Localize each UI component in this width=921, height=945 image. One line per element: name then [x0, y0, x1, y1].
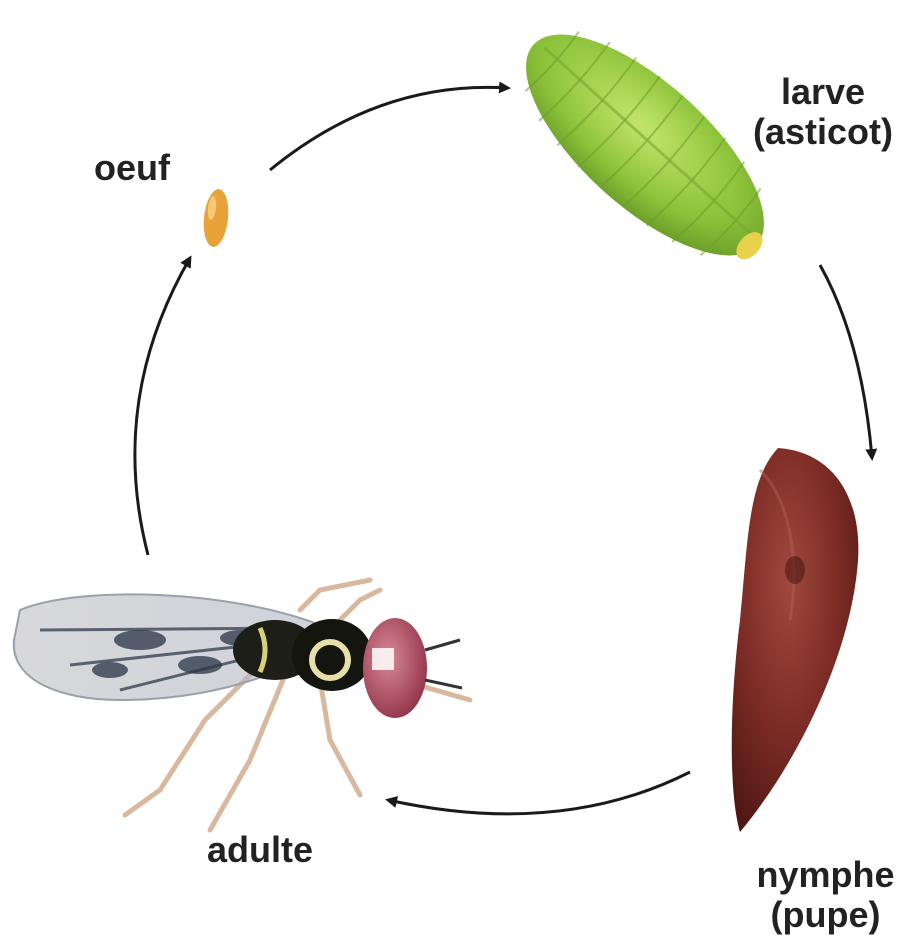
egg-icon: [201, 188, 231, 248]
larva-label-line1: larve: [725, 72, 921, 112]
egg-label: oeuf: [72, 148, 192, 188]
arrow-larva-to-pupa: [820, 265, 872, 458]
pupa-label: nymphe (pupe): [730, 855, 921, 935]
arrow-pupa-to-adult: [388, 772, 690, 814]
arrow-egg-to-larva: [270, 87, 508, 170]
larva-label-line2: (asticot): [725, 112, 921, 152]
pupa-icon: [732, 448, 859, 832]
larva-label: larve (asticot): [725, 72, 921, 152]
adult-label: adulte: [180, 830, 340, 870]
hoverfly-icon: [14, 580, 470, 830]
egg-label-text: oeuf: [94, 147, 170, 188]
arrow-adult-to-egg: [135, 258, 190, 555]
adult-label-text: adulte: [207, 829, 313, 870]
pupa-label-line2: (pupe): [730, 895, 921, 935]
pupa-label-line1: nymphe: [730, 855, 921, 895]
